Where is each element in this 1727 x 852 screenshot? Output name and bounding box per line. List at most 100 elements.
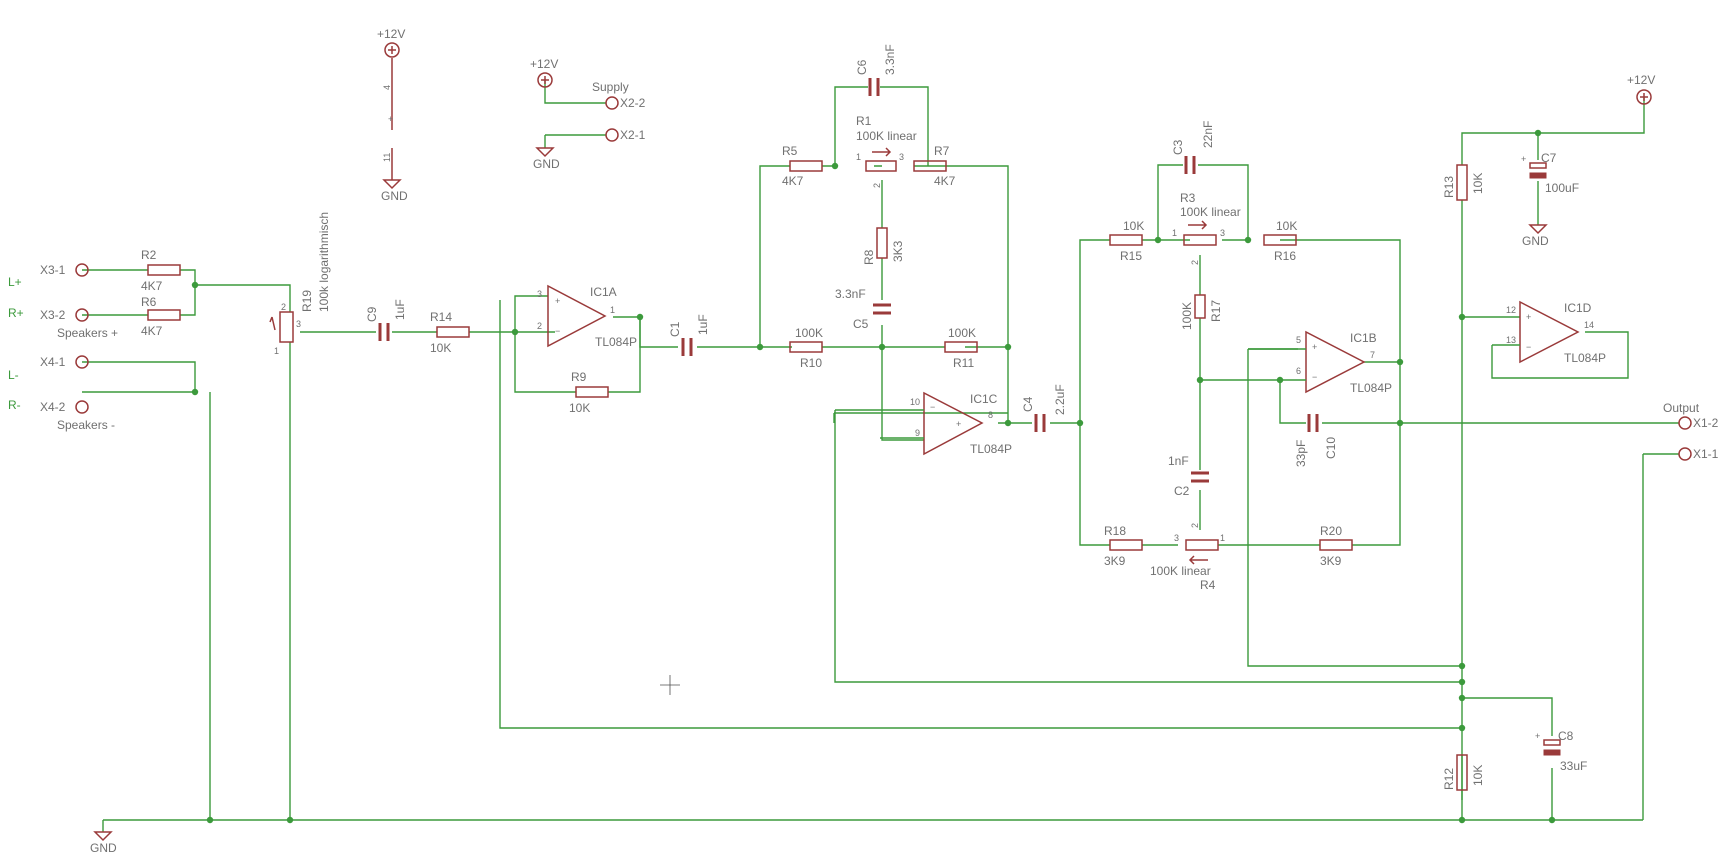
- component-name: R9: [571, 370, 587, 384]
- capacitor-c3[interactable]: C3 22nF: [1171, 121, 1215, 174]
- capacitor-c10[interactable]: 33pF C10: [1294, 414, 1338, 467]
- resistor-r8[interactable]: R8 3K3: [862, 227, 905, 265]
- capacitor-c5[interactable]: 3.3nF C5: [835, 287, 891, 331]
- resistor-r2[interactable]: R2 4K7: [141, 248, 181, 293]
- component-value: 3.3nF: [883, 44, 897, 75]
- component-name: R16: [1274, 249, 1296, 263]
- component-value: 1nF: [1168, 454, 1189, 468]
- pin-number: 3: [537, 289, 542, 299]
- component-name: R8: [862, 249, 876, 265]
- potentiometer-r4[interactable]: 3 1 2 100K linear R4: [1150, 523, 1225, 592]
- component-name: R13: [1442, 176, 1456, 198]
- capacitor-c8[interactable]: + C8 33uF: [1535, 729, 1587, 773]
- connector-x1-2[interactable]: X1-2: [1678, 416, 1719, 430]
- connector-x3-1[interactable]: X3-1: [40, 263, 89, 277]
- resistor-r5[interactable]: R5 4K7: [782, 144, 823, 188]
- pin-number: 6: [1296, 366, 1301, 376]
- component-name: C9: [365, 306, 379, 322]
- component-name: C2: [1174, 484, 1190, 498]
- capacitor-c6[interactable]: C6 3.3nF: [855, 44, 897, 96]
- capacitor-c7[interactable]: + C7 100uF: [1521, 151, 1579, 195]
- pin-number: 1: [1172, 228, 1177, 238]
- component-value: 22nF: [1201, 121, 1215, 148]
- component-name: C10: [1324, 437, 1338, 459]
- component-value: 2.2uF: [1053, 384, 1067, 415]
- label-output: Output: [1663, 401, 1700, 415]
- resistor-r17[interactable]: 100K R17: [1180, 294, 1223, 330]
- component-value: 100K linear: [1180, 205, 1241, 219]
- potentiometer-r3[interactable]: 1 3 2 R3 100K linear: [1172, 191, 1241, 265]
- vcc-label: +12V: [1627, 73, 1655, 87]
- component-name: R17: [1209, 300, 1223, 322]
- connector-x3-2[interactable]: X3-2: [40, 308, 89, 322]
- connector-x2-1[interactable]: X2-1: [605, 128, 646, 142]
- resistor-r12[interactable]: R12 10K: [1442, 754, 1485, 791]
- connector-x2-2[interactable]: X2-2: [605, 96, 646, 110]
- component-value: 3K9: [1320, 554, 1342, 568]
- connector-x1-1[interactable]: X1-1: [1678, 447, 1719, 461]
- component-value: 3K3: [891, 240, 905, 262]
- component-value: 10K: [1276, 219, 1297, 233]
- vcc-label: +12V: [377, 27, 405, 41]
- label-r-minus: R-: [8, 398, 21, 412]
- connector-label: X4-2: [40, 400, 66, 414]
- component-name: R7: [934, 144, 950, 158]
- component-name: R20: [1320, 524, 1342, 538]
- component-value: 100K linear: [856, 129, 917, 143]
- connector-x4-2[interactable]: X4-2: [40, 400, 89, 414]
- opamp-ic1a[interactable]: + − 3 2 1 IC1A TL084P: [537, 284, 637, 349]
- resistor-r6[interactable]: R6 4K7: [141, 295, 181, 338]
- component-value: 33uF: [1560, 759, 1587, 773]
- connector-label: X1-2: [1693, 416, 1719, 430]
- opamp-ic1c[interactable]: + − 10 9 8 IC1C TL084P: [835, 391, 1012, 456]
- label-supply: Supply: [592, 80, 629, 94]
- resistor-r18[interactable]: R18 3K9: [1104, 524, 1143, 568]
- connector-label: X1-1: [1693, 447, 1719, 461]
- connector-label: X2-2: [620, 96, 646, 110]
- connector-x4-1[interactable]: X4-1: [40, 355, 89, 369]
- component-name: C5: [853, 317, 869, 331]
- potentiometer-r19[interactable]: 3 1 2 R19 100k logarithmisch: [269, 212, 331, 356]
- resistor-r14[interactable]: R14 10K: [430, 310, 470, 355]
- component-value: 100K: [948, 326, 976, 340]
- component-name: R12: [1442, 768, 1456, 790]
- pin-number: 5: [1296, 335, 1301, 345]
- polarity-mark: +: [1535, 731, 1540, 741]
- gnd-label: GND: [90, 841, 117, 852]
- pin-number: 3: [1174, 533, 1179, 543]
- component-name: R6: [141, 295, 157, 309]
- resistor-r11[interactable]: 100K R11: [944, 326, 978, 370]
- component-value: 100uF: [1545, 181, 1579, 195]
- opamp-ic1d[interactable]: + − 12 13 14 IC1D TL084P: [1492, 300, 1606, 365]
- pin-number: 1: [856, 152, 861, 162]
- opamp-minus: −: [555, 326, 560, 336]
- resistor-r9[interactable]: R9 10K: [569, 370, 609, 415]
- component-value: TL084P: [970, 442, 1012, 456]
- potentiometer-r1[interactable]: 1 3 2 R1 100K linear: [856, 114, 917, 188]
- component-value: 4K7: [141, 279, 163, 293]
- opamp-minus: −: [1312, 372, 1317, 382]
- resistor-r16[interactable]: 10K R16: [1263, 219, 1297, 263]
- component-name: R19: [300, 290, 314, 312]
- crosshair-cursor-icon: [660, 675, 680, 695]
- capacitor-c4[interactable]: C4 2.2uF: [1021, 384, 1067, 432]
- capacitor-c9[interactable]: C9 1uF: [365, 299, 407, 341]
- component-name: R1: [856, 114, 872, 128]
- capacitor-c1[interactable]: C1 1uF: [668, 314, 710, 356]
- opamp-plus: +: [555, 296, 560, 306]
- polarity-mark: +: [1521, 154, 1526, 164]
- component-value: 10K: [430, 341, 451, 355]
- opamp-power-pins: 4 + 11: [382, 58, 393, 180]
- pin-number: 11: [382, 153, 392, 162]
- resistor-r13[interactable]: R13 10K: [1442, 164, 1485, 201]
- gnd-symbol: GND: [90, 831, 117, 852]
- capacitor-c2[interactable]: 1nF C2: [1168, 454, 1209, 498]
- component-value: 100K: [795, 326, 823, 340]
- gnd-symbol: GND: [381, 179, 408, 203]
- resistor-r15[interactable]: 10K R15: [1109, 219, 1144, 263]
- resistor-r20[interactable]: R20 3K9: [1319, 524, 1353, 568]
- resistor-r7[interactable]: R7 4K7: [913, 144, 956, 188]
- resistor-r10[interactable]: 100K R10: [789, 326, 823, 370]
- opamp-ic1b[interactable]: + − 5 6 7 IC1B TL084P: [1248, 330, 1392, 395]
- vcc-label: +12V: [530, 57, 558, 71]
